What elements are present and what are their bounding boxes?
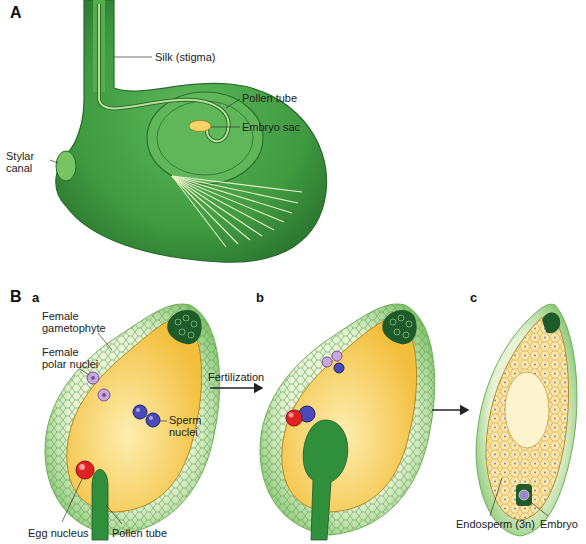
developing-seed [476,304,577,536]
part-label: Silk (stigma) [155,51,216,63]
part-label: Female gametophyte [42,310,122,334]
part-label: Pollen tube [112,527,167,539]
part-label: Pollen tube [242,92,297,104]
process-label: Fertilization [208,371,264,383]
part-label: Egg nucleus [28,527,89,539]
part-label: Female polar nuclei [42,346,102,370]
panel-letter: A [10,4,22,22]
part-label: Stylar canal [6,150,50,174]
panel-letter: a [32,290,39,305]
part-label: Endosperm (3n) [456,518,535,530]
part-label: Embryo [540,518,578,530]
panel-letter: b [256,290,264,305]
panel-letter: B [10,288,22,306]
ovary-illustration [50,0,327,262]
ovule-at-fertilization [260,304,435,540]
process-arrow [432,409,468,410]
process-arrow [210,387,262,388]
ovule-before-fertilization [45,304,220,540]
part-label: Sperm nuclei [169,414,213,438]
panel-letter: c [470,290,477,305]
part-label: Embryo sac [242,121,300,133]
